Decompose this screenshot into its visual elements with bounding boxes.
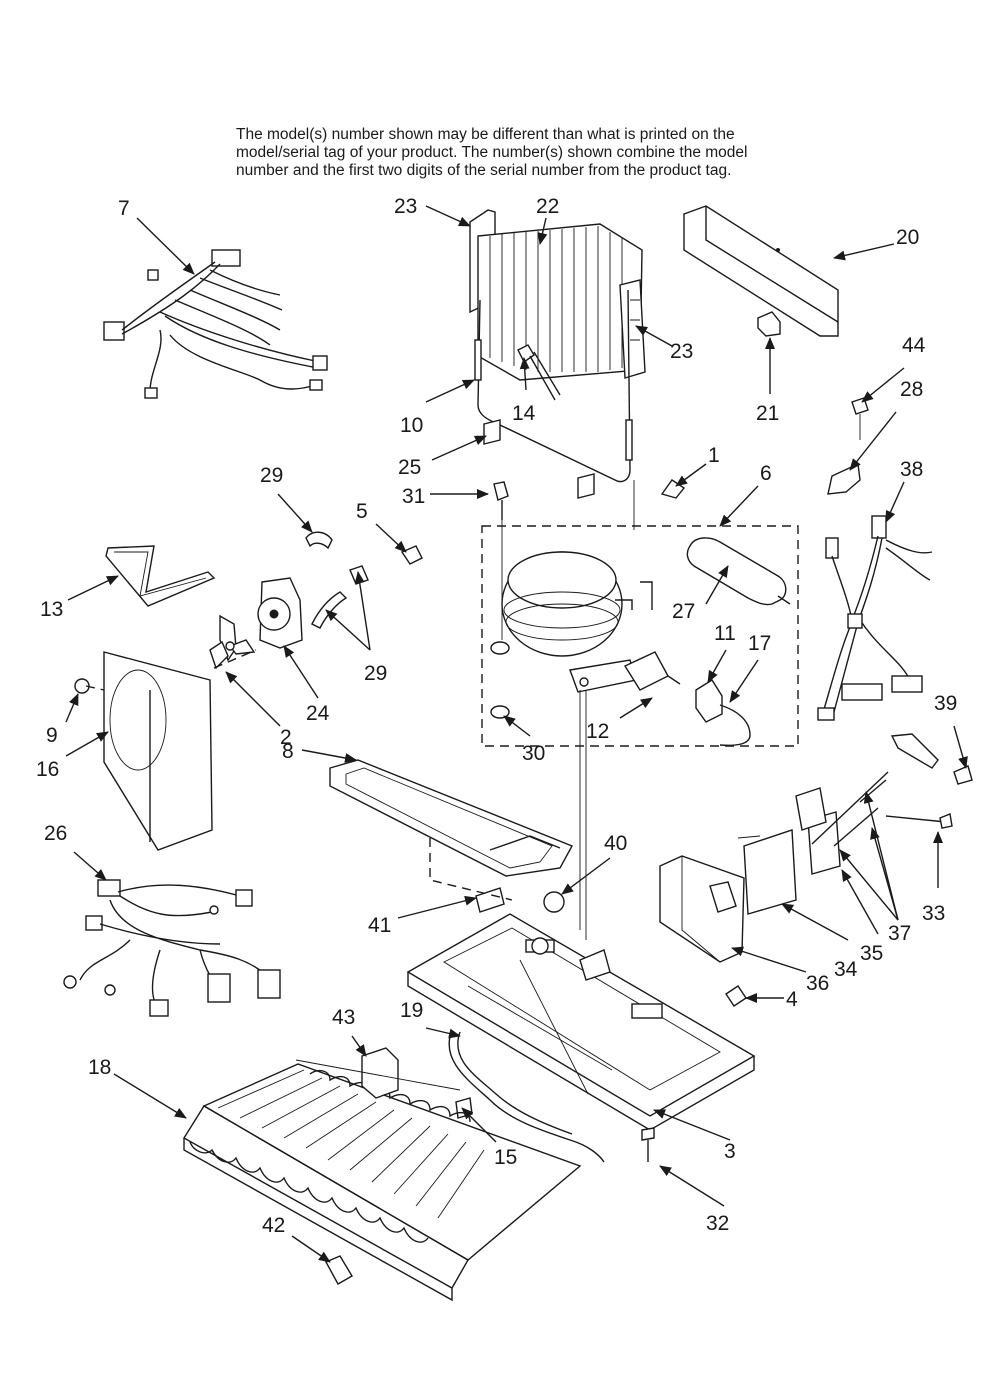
callout-29-top: 29 <box>260 464 283 487</box>
capacitor-part-11 <box>695 679 751 746</box>
callout-23-right: 23 <box>670 340 693 363</box>
callout-7: 7 <box>118 197 130 220</box>
callout-23-top: 23 <box>394 195 417 218</box>
notice-line-2: model/serial tag of your product. The nu… <box>236 144 748 161</box>
wiring-harness-part-38 <box>817 515 933 721</box>
thermistor-part-39 <box>885 733 973 829</box>
compressor <box>501 551 653 693</box>
callout-12: 12 <box>586 720 609 743</box>
screw-part-31 <box>493 481 509 520</box>
callout-14: 14 <box>512 402 536 425</box>
control-box-part-36 <box>659 855 745 963</box>
callout-40: 40 <box>604 832 627 855</box>
callout-labels: 7 23 22 20 23 21 10 14 25 31 1 6 44 28 3… <box>36 195 957 1237</box>
defrost-heater-part-10 <box>474 289 633 499</box>
callout-19: 19 <box>400 999 423 1022</box>
callout-39: 39 <box>934 692 957 715</box>
callout-10: 10 <box>400 414 423 437</box>
callout-30: 30 <box>522 742 545 765</box>
gasket-part-13 <box>105 545 216 607</box>
relay-part-35 <box>795 787 841 875</box>
clip-part-42 <box>325 1255 353 1285</box>
evaporator-part-22 <box>469 209 646 381</box>
callout-42: 42 <box>262 1214 285 1237</box>
callout-36: 36 <box>806 972 829 995</box>
callout-33: 33 <box>922 902 945 925</box>
callout-34: 34 <box>834 958 858 981</box>
machine-compartment-base <box>406 913 756 1131</box>
callout-11: 11 <box>714 622 736 645</box>
callout-16: 16 <box>36 758 59 781</box>
callout-31: 31 <box>402 485 425 508</box>
callout-44: 44 <box>902 334 926 357</box>
assembly-connection-lines <box>85 480 761 1091</box>
screw-part-5 <box>400 545 423 565</box>
callout-arrows <box>65 205 968 1263</box>
callout-1: 1 <box>708 444 720 467</box>
callout-2: 2 <box>280 726 292 749</box>
callout-8: 8 <box>282 740 294 763</box>
fan-motor-part-24 <box>257 577 303 649</box>
callout-43: 43 <box>332 1006 355 1029</box>
bracket-part-34 <box>743 829 797 915</box>
clip-part-43 <box>361 1047 399 1099</box>
fan-shroud-part-16 <box>103 651 213 851</box>
callout-28: 28 <box>900 378 923 401</box>
grommet-part-30 <box>490 641 510 719</box>
callout-21: 21 <box>756 402 779 425</box>
notice-line-1: The model(s) number shown may be differe… <box>236 126 735 143</box>
callout-41: 41 <box>368 914 391 937</box>
callout-37: 37 <box>888 922 911 945</box>
drain-tray-part-8 <box>329 759 573 877</box>
callout-27: 27 <box>672 600 695 623</box>
drier-part-27 <box>686 537 791 606</box>
notice-line-3: number and the first two digits of the s… <box>236 162 732 179</box>
condenser-fan-part-40 <box>475 887 565 913</box>
callout-18: 18 <box>88 1056 111 1079</box>
condenser-part-18 <box>183 1063 582 1302</box>
screw-part-4 <box>725 985 747 1007</box>
callout-3: 3 <box>724 1140 736 1163</box>
callout-20: 20 <box>896 226 919 249</box>
wiring-harness-part-7 <box>103 249 328 399</box>
bracket-part-28 <box>827 462 861 495</box>
callout-26: 26 <box>44 822 67 845</box>
screw-part-44 <box>851 397 869 440</box>
callout-35: 35 <box>860 942 883 965</box>
callout-15: 15 <box>494 1146 517 1169</box>
callout-5: 5 <box>356 500 368 523</box>
compressor-group-outline <box>481 525 799 747</box>
callout-22: 22 <box>536 195 559 218</box>
screw-part-32 <box>641 1127 655 1162</box>
callout-38: 38 <box>900 458 923 481</box>
callout-4: 4 <box>786 988 798 1011</box>
callout-9: 9 <box>46 724 58 747</box>
callout-6: 6 <box>760 462 772 485</box>
callout-25: 25 <box>398 456 421 479</box>
air-duct-cover-part-20 <box>683 205 839 337</box>
relay-part-12 <box>623 651 681 691</box>
power-cord-harness-part-26 <box>63 879 281 1017</box>
callout-13: 13 <box>40 598 63 621</box>
fan-blade-part-2 <box>209 614 256 670</box>
callout-17: 17 <box>748 632 771 655</box>
callout-24: 24 <box>306 702 330 725</box>
callout-32: 32 <box>706 1212 729 1235</box>
model-number-notice: The model(s) number shown may be differe… <box>236 126 836 180</box>
callout-29-bottom: 29 <box>364 662 387 685</box>
